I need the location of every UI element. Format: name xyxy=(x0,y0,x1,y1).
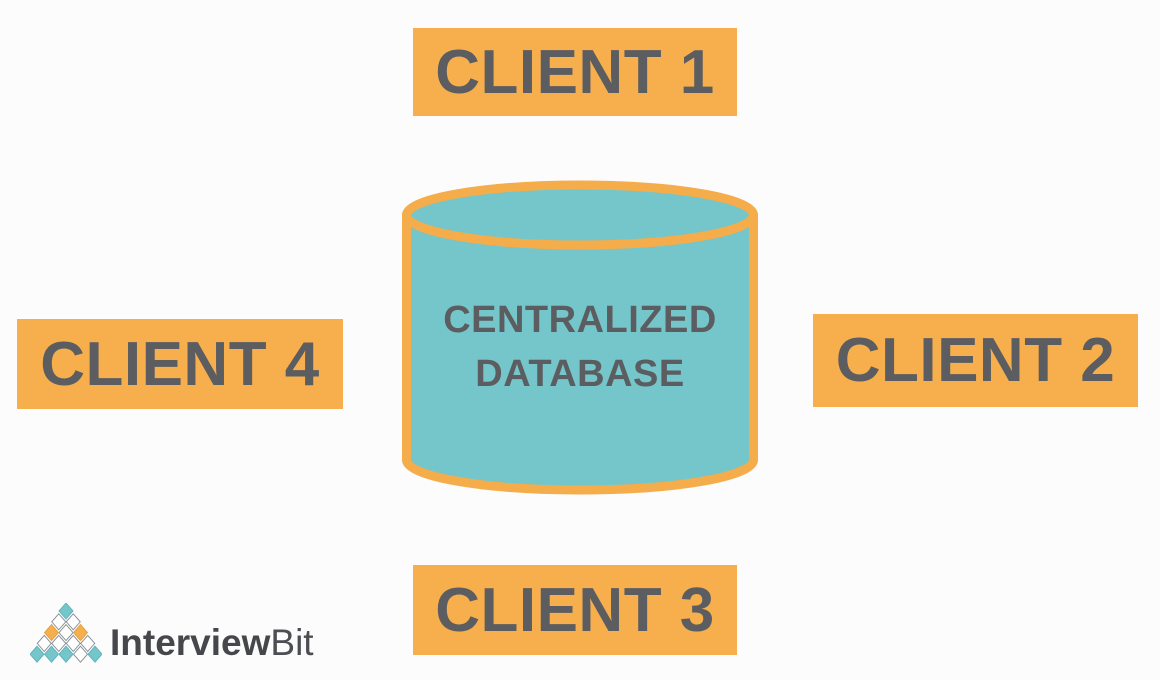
pyramid-diamond xyxy=(30,645,45,663)
pyramid-diamond xyxy=(58,603,74,620)
interviewbit-pyramid-icon xyxy=(30,603,102,663)
pyramid-diamond xyxy=(36,634,52,653)
pyramid-diamond xyxy=(72,623,89,642)
client-4-label: CLIENT 4 xyxy=(40,329,320,399)
pyramid-diamond xyxy=(65,634,81,653)
pyramid-diamond xyxy=(80,634,96,653)
database-label-line2: DATABASE xyxy=(475,353,685,395)
client-1-box: CLIENT 1 xyxy=(413,28,737,116)
logo-text-interview: Interview xyxy=(110,622,271,663)
client-4-box: CLIENT 4 xyxy=(17,319,343,409)
database-cylinder-svg xyxy=(402,180,758,495)
client-3-box: CLIENT 3 xyxy=(413,565,737,655)
database-label-line1: CENTRALIZED xyxy=(443,299,717,341)
logo-text-bit: Bit xyxy=(270,622,314,663)
pyramid-diamond xyxy=(51,634,67,653)
client-1-label: CLIENT 1 xyxy=(435,37,715,107)
pyramid-diamond xyxy=(51,613,67,631)
pyramid-diamond xyxy=(65,613,81,631)
cylinder-body xyxy=(402,210,758,495)
cylinder-top-ellipse xyxy=(402,180,758,250)
database-label: CENTRALIZED DATABASE xyxy=(400,293,760,401)
pyramid-diamond xyxy=(72,645,89,663)
interviewbit-logo-text: InterviewBit xyxy=(110,624,314,661)
client-2-box: CLIENT 2 xyxy=(813,314,1138,407)
pyramid-diamond xyxy=(58,623,74,642)
pyramid-diamond xyxy=(43,623,60,642)
client-3-label: CLIENT 3 xyxy=(435,575,715,645)
database-cylinder-icon xyxy=(400,179,760,499)
client-2-label: CLIENT 2 xyxy=(835,326,1116,395)
pyramid-diamond xyxy=(43,645,60,663)
pyramid-diamond xyxy=(87,645,102,663)
pyramid-diamond xyxy=(58,645,74,663)
interviewbit-logo: InterviewBit xyxy=(30,601,314,665)
